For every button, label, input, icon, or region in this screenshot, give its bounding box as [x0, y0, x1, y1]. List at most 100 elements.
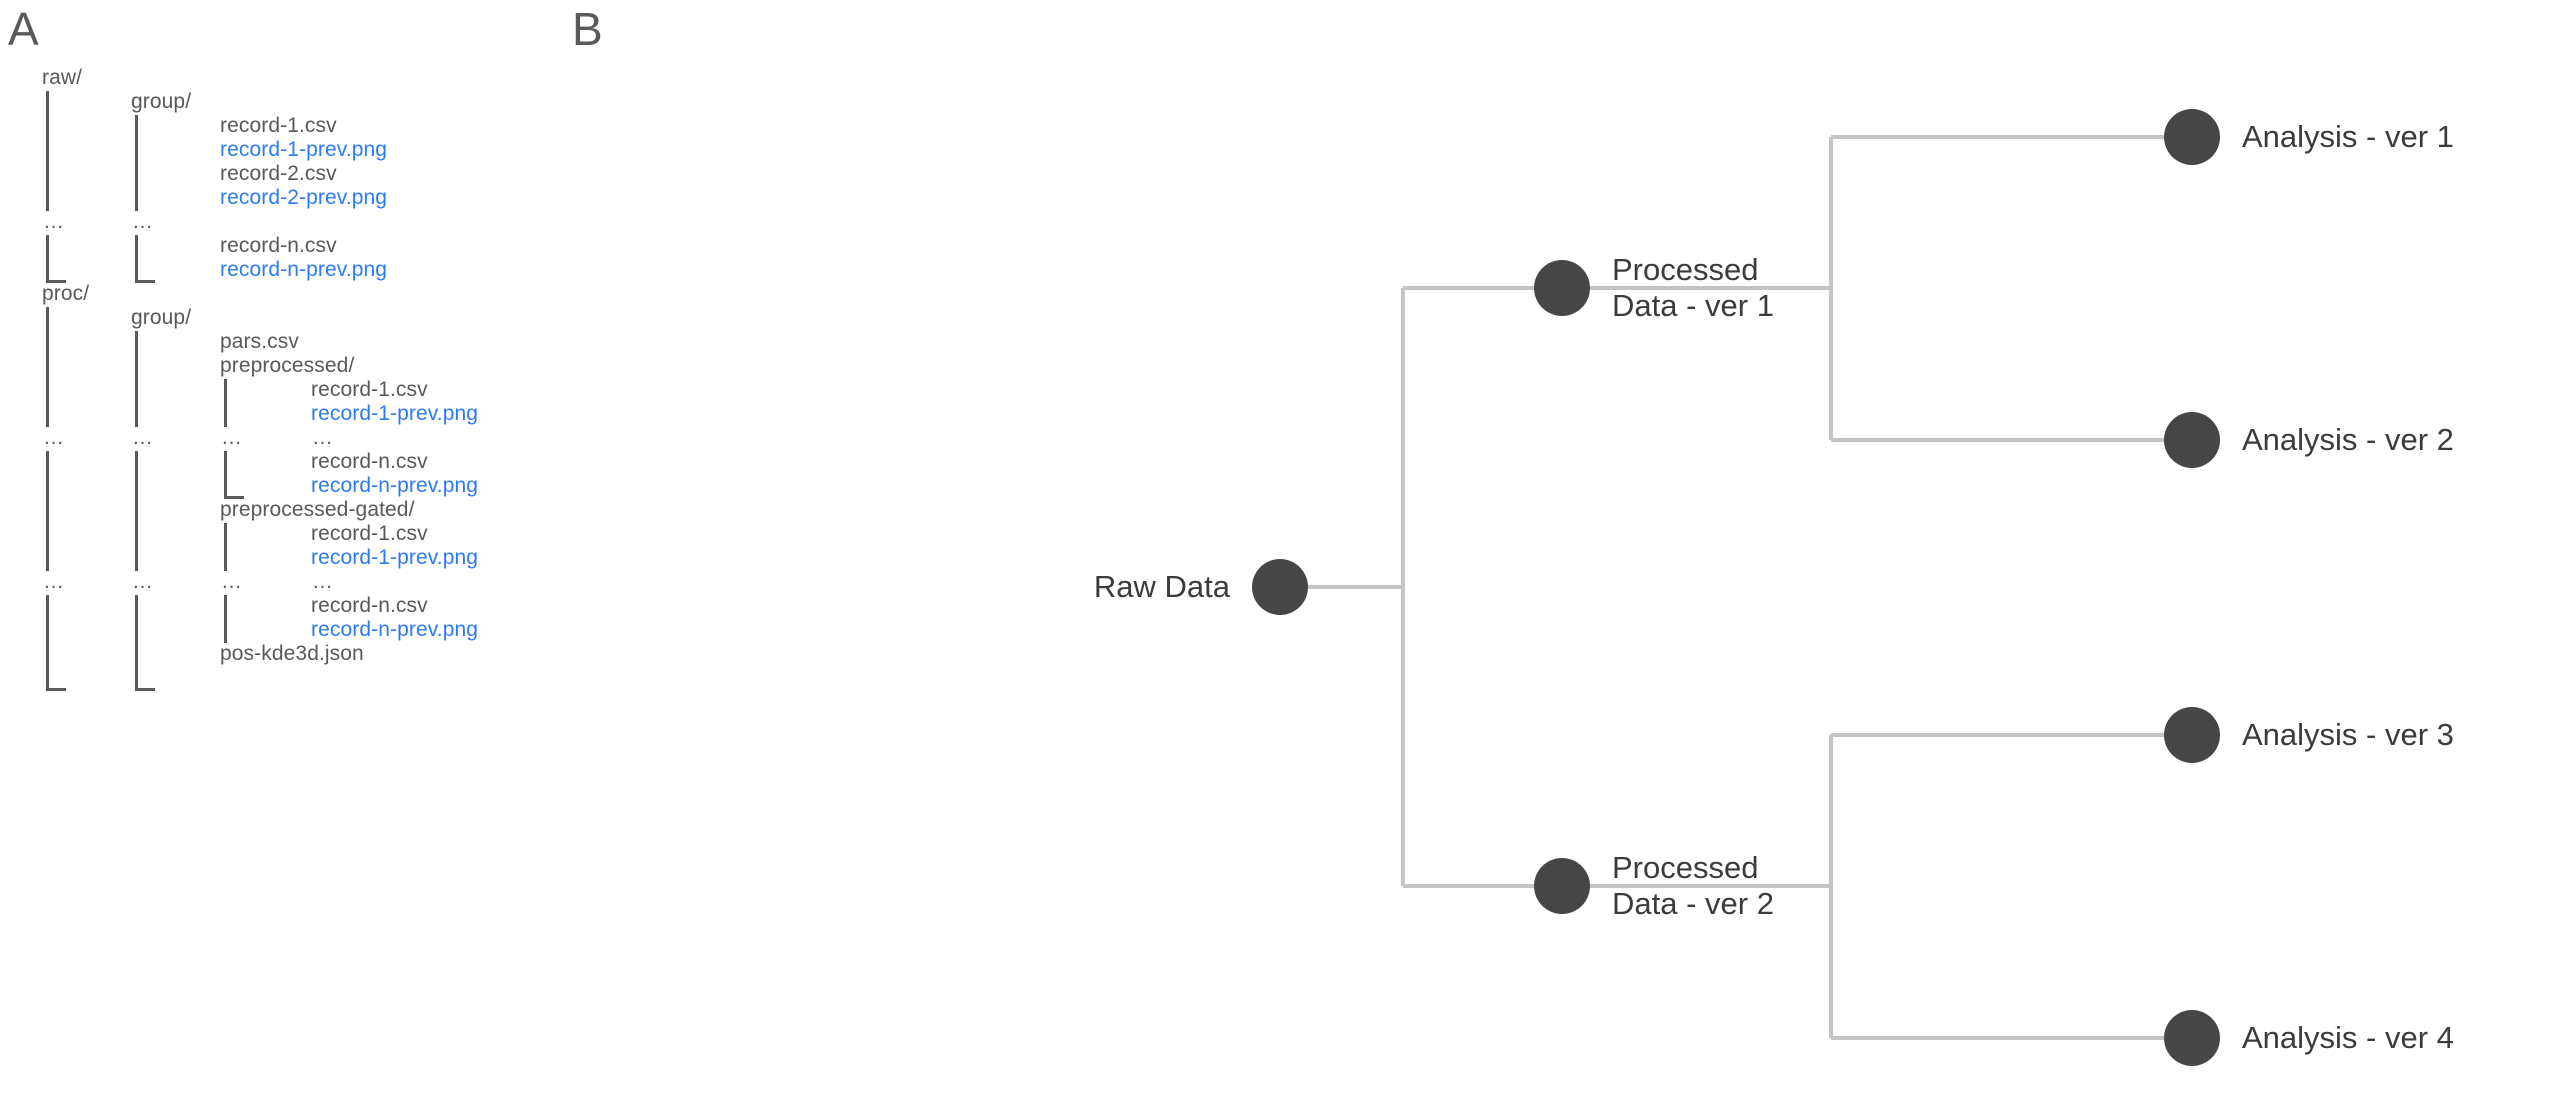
tree-preview-file: record-1-prev.png: [220, 138, 388, 161]
tree-pipe-connector: [135, 619, 138, 643]
tree-directory: raw/: [42, 66, 83, 89]
tree-pipe-connector: [46, 379, 49, 403]
tree-row: record-1-prev.png: [0, 138, 900, 163]
graph-node-label-ana3: Analysis - ver 3: [2242, 717, 2454, 752]
tree-ellipsis: …: [43, 210, 65, 233]
graph-node-ana1[interactable]: [2164, 109, 2220, 165]
tree-row: group/: [0, 306, 900, 331]
tree-row: record-1.csv: [0, 522, 900, 547]
tree-pipe-connector: [135, 451, 138, 475]
tree-pipe-connector: [46, 115, 49, 139]
tree-directory: group/: [131, 306, 192, 329]
tree-pipe-connector: [135, 643, 138, 667]
tree-preview-file: record-n-prev.png: [311, 474, 479, 497]
tree-pipe-connector: [46, 307, 49, 331]
tree-ellipsis: …: [43, 570, 65, 593]
tree-ellipsis: …: [221, 570, 243, 593]
tree-pipe-connector: [135, 187, 138, 211]
tree-pipe-connector: [135, 163, 138, 187]
tree-file: pars.csv: [220, 330, 299, 353]
tree-pipe-connector: [46, 331, 49, 355]
tree-pipe-connector: [224, 595, 227, 619]
tree-preview-file: record-2-prev.png: [220, 186, 388, 209]
tree-pipe-connector: [224, 379, 227, 403]
tree-pipe-connector: [46, 643, 49, 667]
panel-a-label: A: [8, 3, 39, 55]
tree-elbow-connector: [135, 259, 155, 283]
tree-directory: preprocessed-gated/: [220, 498, 415, 521]
graph-node-ana4[interactable]: [2164, 1010, 2220, 1066]
tree-row: preprocessed/: [0, 354, 900, 379]
tree-row: record-2.csv: [0, 162, 900, 187]
tree-row: record-1.csv: [0, 114, 900, 139]
tree-file: record-n.csv: [311, 594, 428, 617]
tree-pipe-connector: [46, 619, 49, 643]
tree-file: record-2.csv: [220, 162, 337, 185]
tree-pipe-connector: [135, 403, 138, 427]
tree-ellipsis: …: [132, 210, 154, 233]
tree-preview-file: record-1-prev.png: [311, 546, 479, 569]
tree-file: record-n.csv: [220, 234, 337, 257]
tree-row: record-n.csv: [0, 594, 900, 619]
graph-node-label-ana4: Analysis - ver 4: [2242, 1020, 2454, 1055]
graph-node-ana2[interactable]: [2164, 412, 2220, 468]
graph-node-proc2[interactable]: [1534, 858, 1590, 914]
tree-row: record-n-prev.png: [0, 474, 900, 499]
tree-row: raw/: [0, 66, 900, 90]
tree-file: pos-kde3d.json: [220, 642, 364, 665]
tree-pipe-connector: [224, 619, 227, 643]
graph-edges: [1252, 109, 2220, 1066]
tree-preview-file: record-n-prev.png: [311, 618, 479, 641]
tree-row: group/: [0, 90, 900, 115]
tree-pipe-connector: [135, 331, 138, 355]
tree-directory: group/: [131, 90, 192, 113]
tree-row: preprocessed-gated/: [0, 498, 900, 523]
tree-pipe-connector: [135, 595, 138, 619]
tree-pipe-connector: [46, 163, 49, 187]
graph-node-ana3[interactable]: [2164, 707, 2220, 763]
tree-pipe-connector: [135, 547, 138, 571]
tree-pipe-connector: [46, 139, 49, 163]
tree-pipe-connector: [224, 547, 227, 571]
tree-row: record-n.csv: [0, 234, 900, 259]
tree-ellipsis: …: [221, 426, 243, 449]
tree-directory: proc/: [42, 282, 90, 305]
tree-row: record-2-prev.png: [0, 186, 900, 211]
tree-pipe-connector: [46, 403, 49, 427]
tree-elbow-connector: [46, 259, 66, 283]
tree-pipe-connector: [46, 91, 49, 115]
tree-file: record-1.csv: [311, 522, 428, 545]
tree-file: record-n.csv: [311, 450, 428, 473]
graph-node-raw[interactable]: [1252, 559, 1308, 615]
tree-ellipsis: …: [43, 426, 65, 449]
tree-ellipsis: …: [312, 570, 334, 593]
tree-pipe-connector: [46, 523, 49, 547]
tree-row: pars.csv: [0, 330, 900, 355]
tree-pipe-connector: [135, 379, 138, 403]
tree-pipe-connector: [46, 595, 49, 619]
tree-pipe-connector: [46, 547, 49, 571]
tree-ellipsis: …: [132, 570, 154, 593]
tree-row: proc/: [0, 282, 900, 306]
tree-pipe-connector: [46, 235, 49, 259]
graph-node-label-ana2: Analysis - ver 2: [2242, 422, 2454, 457]
tree-pipe-connector: [135, 235, 138, 259]
graph-node-proc1[interactable]: [1534, 260, 1590, 316]
tree-row: record-n-prev.png: [0, 258, 900, 283]
graph-node-label-proc2: Processed Data - ver 2: [1612, 850, 1774, 921]
graph-node-label-ana1: Analysis - ver 1: [2242, 119, 2454, 154]
tree-row: record-n-prev.png: [0, 618, 900, 643]
tree-pipe-connector: [46, 355, 49, 379]
tree-ellipsis: …: [312, 426, 334, 449]
tree-ellipsis: …: [132, 426, 154, 449]
tree-row: record-1-prev.png: [0, 402, 900, 427]
tree-row: pos-kde3d.json: [0, 642, 900, 667]
tree-elbow-connector: [135, 667, 155, 691]
tree-elbow-connector: [46, 667, 66, 691]
tree-row: record-1.csv: [0, 378, 900, 403]
tree-row: record-n.csv: [0, 450, 900, 475]
tree-pipe-connector: [46, 451, 49, 475]
tree-row: … … … …: [0, 426, 900, 450]
